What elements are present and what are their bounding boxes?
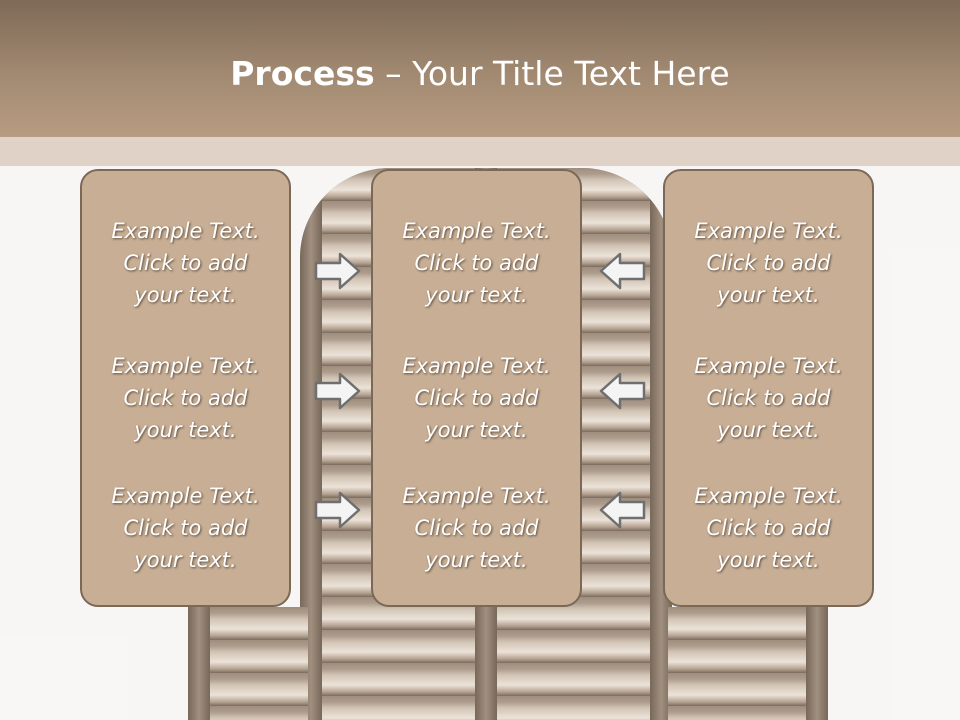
title-bar: [0, 0, 960, 137]
text-placeholder[interactable]: Example Text. Click to add your text.: [402, 219, 551, 307]
text-placeholder[interactable]: Example Text. Click to add your text.: [111, 354, 260, 442]
left-arrow-icon: [599, 372, 646, 410]
text-placeholder[interactable]: Example Text. Click to add your text.: [402, 354, 551, 442]
shutter-lower-left: [188, 607, 308, 720]
text-placeholder[interactable]: Example Text. Click to add your text.: [694, 354, 843, 442]
title-bar-strip: [0, 137, 960, 166]
left-arrow-icon: [599, 252, 646, 290]
process-box-right[interactable]: Example Text. Click to add your text. Ex…: [663, 169, 874, 607]
right-arrow-icon: [314, 491, 361, 529]
text-placeholder[interactable]: Example Text. Click to add your text.: [694, 219, 843, 307]
process-box-center[interactable]: Example Text. Click to add your text. Ex…: [371, 169, 582, 607]
text-placeholder[interactable]: Example Text. Click to add your text.: [111, 484, 260, 572]
process-box-left[interactable]: Example Text. Click to add your text. Ex…: [80, 169, 291, 607]
right-arrow-icon: [314, 372, 361, 410]
page-title[interactable]: Process – Your Title Text Here: [230, 54, 730, 93]
right-arrow-icon: [314, 252, 361, 290]
text-placeholder[interactable]: Example Text. Click to add your text.: [111, 219, 260, 307]
shutter-lower-right: [668, 607, 828, 720]
text-placeholder[interactable]: Example Text. Click to add your text.: [402, 484, 551, 572]
text-placeholder[interactable]: Example Text. Click to add your text.: [694, 484, 843, 572]
left-arrow-icon: [599, 491, 646, 529]
